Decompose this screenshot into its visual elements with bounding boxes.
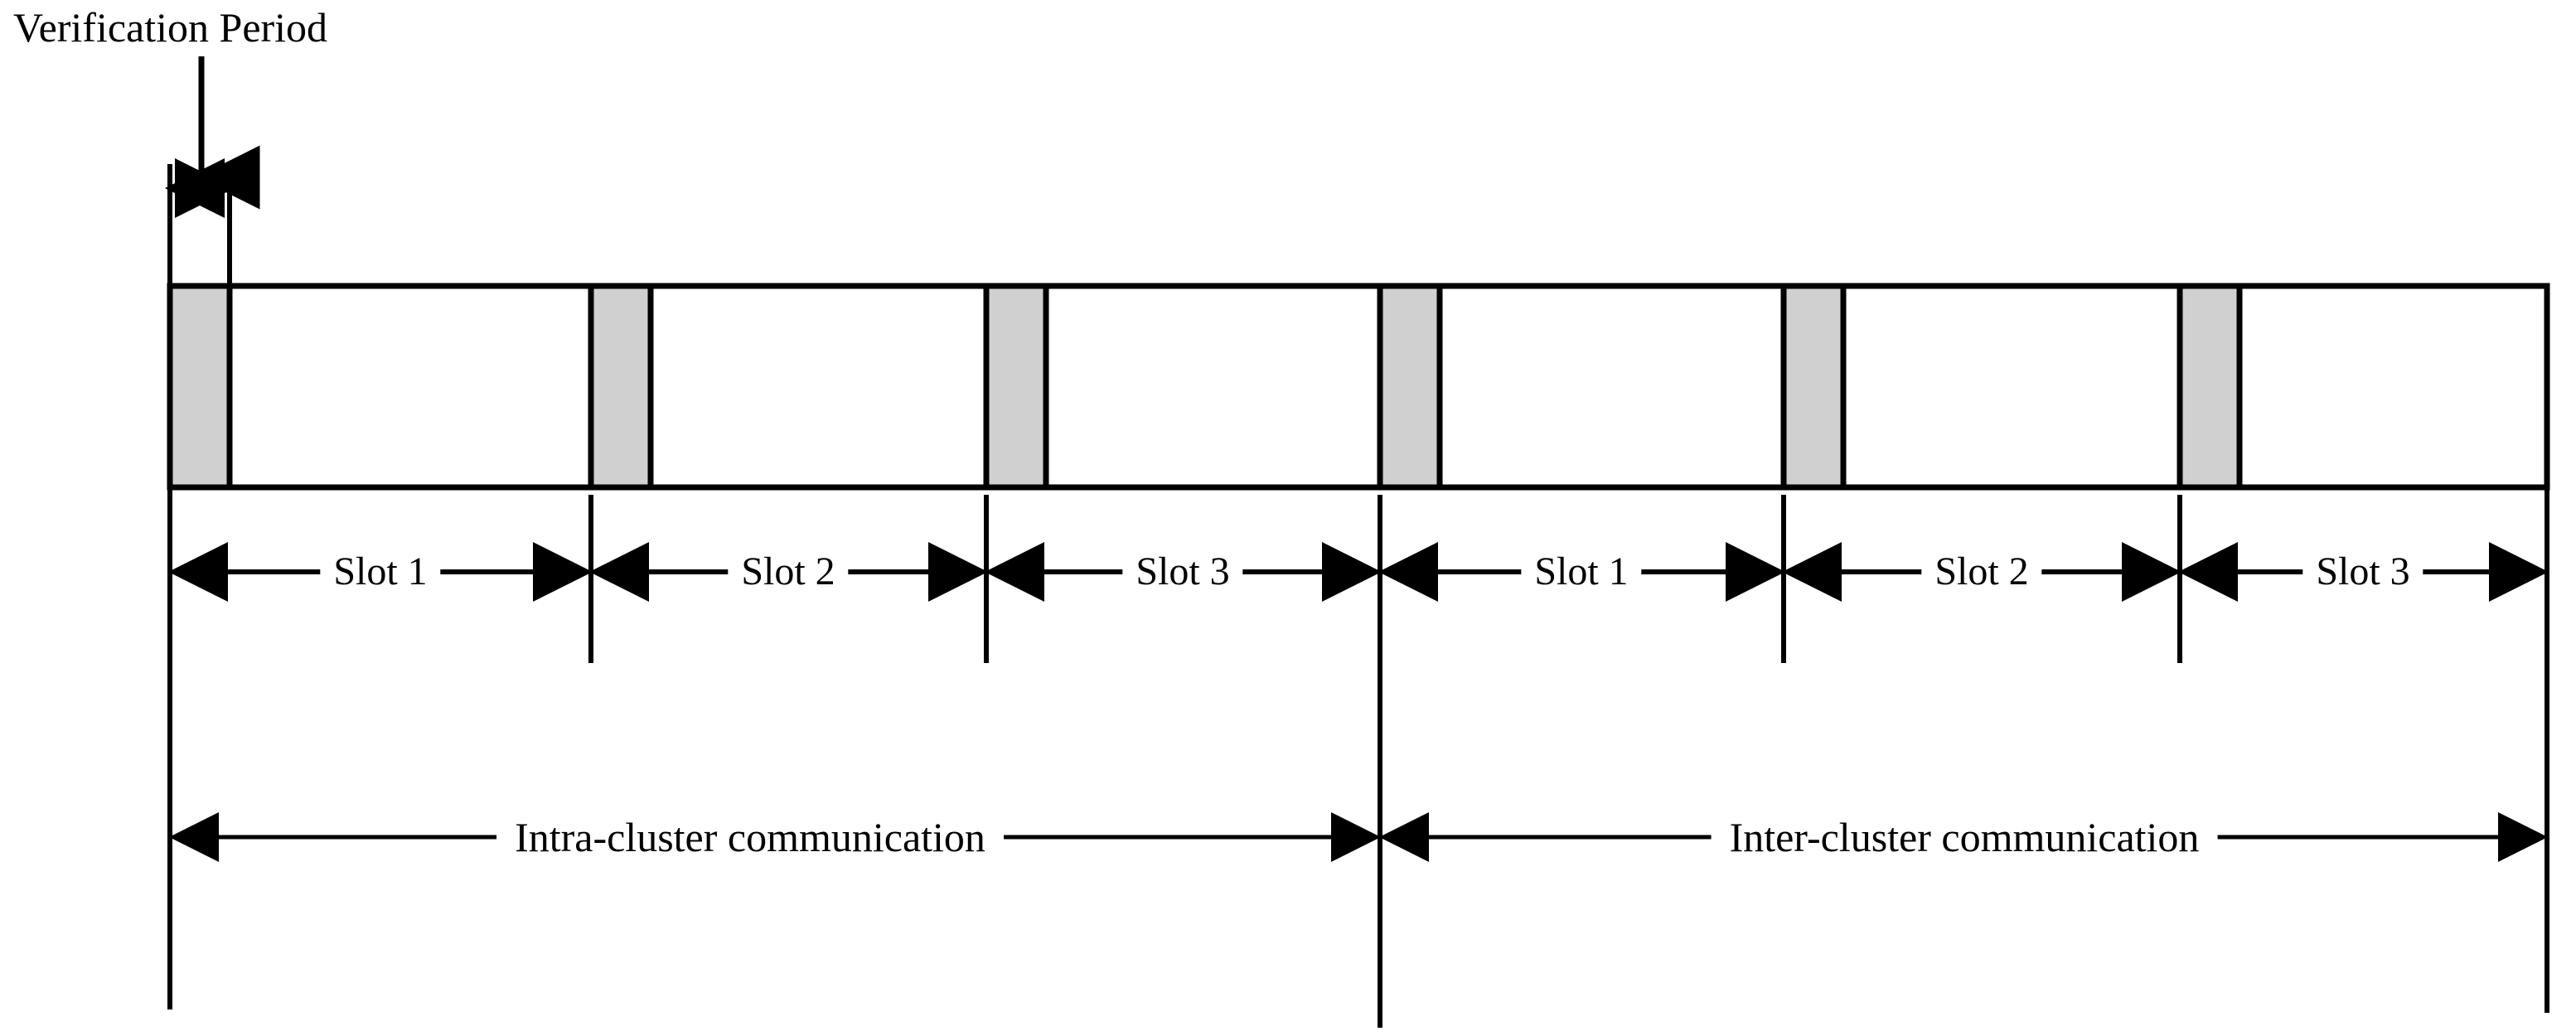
- slot-tick-lines: [167, 487, 2549, 1028]
- verification-block: [986, 286, 1046, 487]
- bar-background: [170, 286, 2547, 487]
- timeline-bar: [167, 283, 2550, 491]
- verification-period-bracket: [165, 158, 235, 286]
- communication-span-label: Inter-cluster communication: [1711, 816, 2218, 858]
- slot-label: Slot 2: [1921, 552, 2042, 592]
- verification-block: [2180, 286, 2239, 487]
- slot-label: Slot 2: [728, 552, 849, 592]
- verification-block: [1784, 286, 1843, 487]
- slot-label: Slot 1: [1521, 552, 1642, 592]
- verification-block: [591, 286, 651, 487]
- verification-block: [170, 286, 230, 487]
- slot-label: Slot 3: [2302, 552, 2423, 592]
- verification-block: [1380, 286, 1440, 487]
- verification-period-label: Verification Period: [13, 4, 328, 51]
- bar-outline: [167, 283, 2550, 491]
- slot-label: Slot 1: [320, 552, 441, 592]
- communication-span-label: Intra-cluster communication: [496, 816, 1004, 858]
- slot-label: Slot 3: [1122, 552, 1243, 592]
